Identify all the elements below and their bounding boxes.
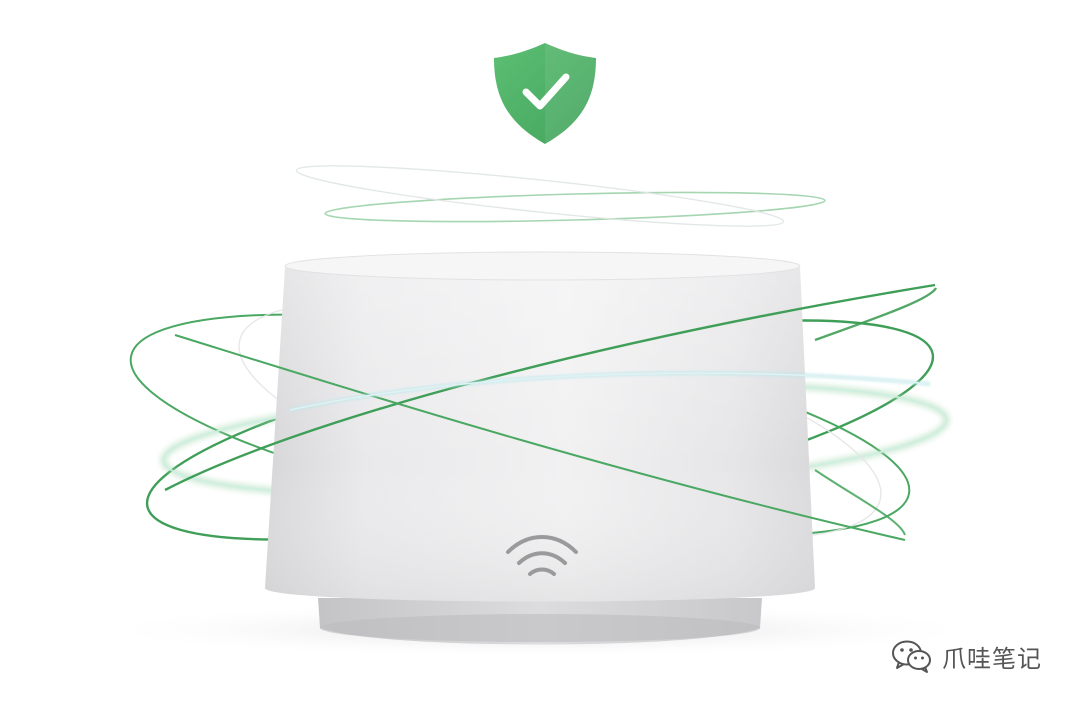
wechat-icon bbox=[892, 640, 931, 673]
watermark: 爪哇笔记 bbox=[890, 636, 1042, 676]
wifi-icon bbox=[506, 535, 578, 576]
orbit-lines-front bbox=[164, 283, 936, 541]
orbit-highlights bbox=[814, 287, 938, 536]
upper-orbit-lines bbox=[295, 165, 826, 227]
router-body bbox=[265, 251, 815, 602]
router-base bbox=[318, 598, 762, 645]
shield-check-icon bbox=[494, 43, 596, 144]
watermark-text: 爪哇笔记 bbox=[942, 644, 1042, 673]
